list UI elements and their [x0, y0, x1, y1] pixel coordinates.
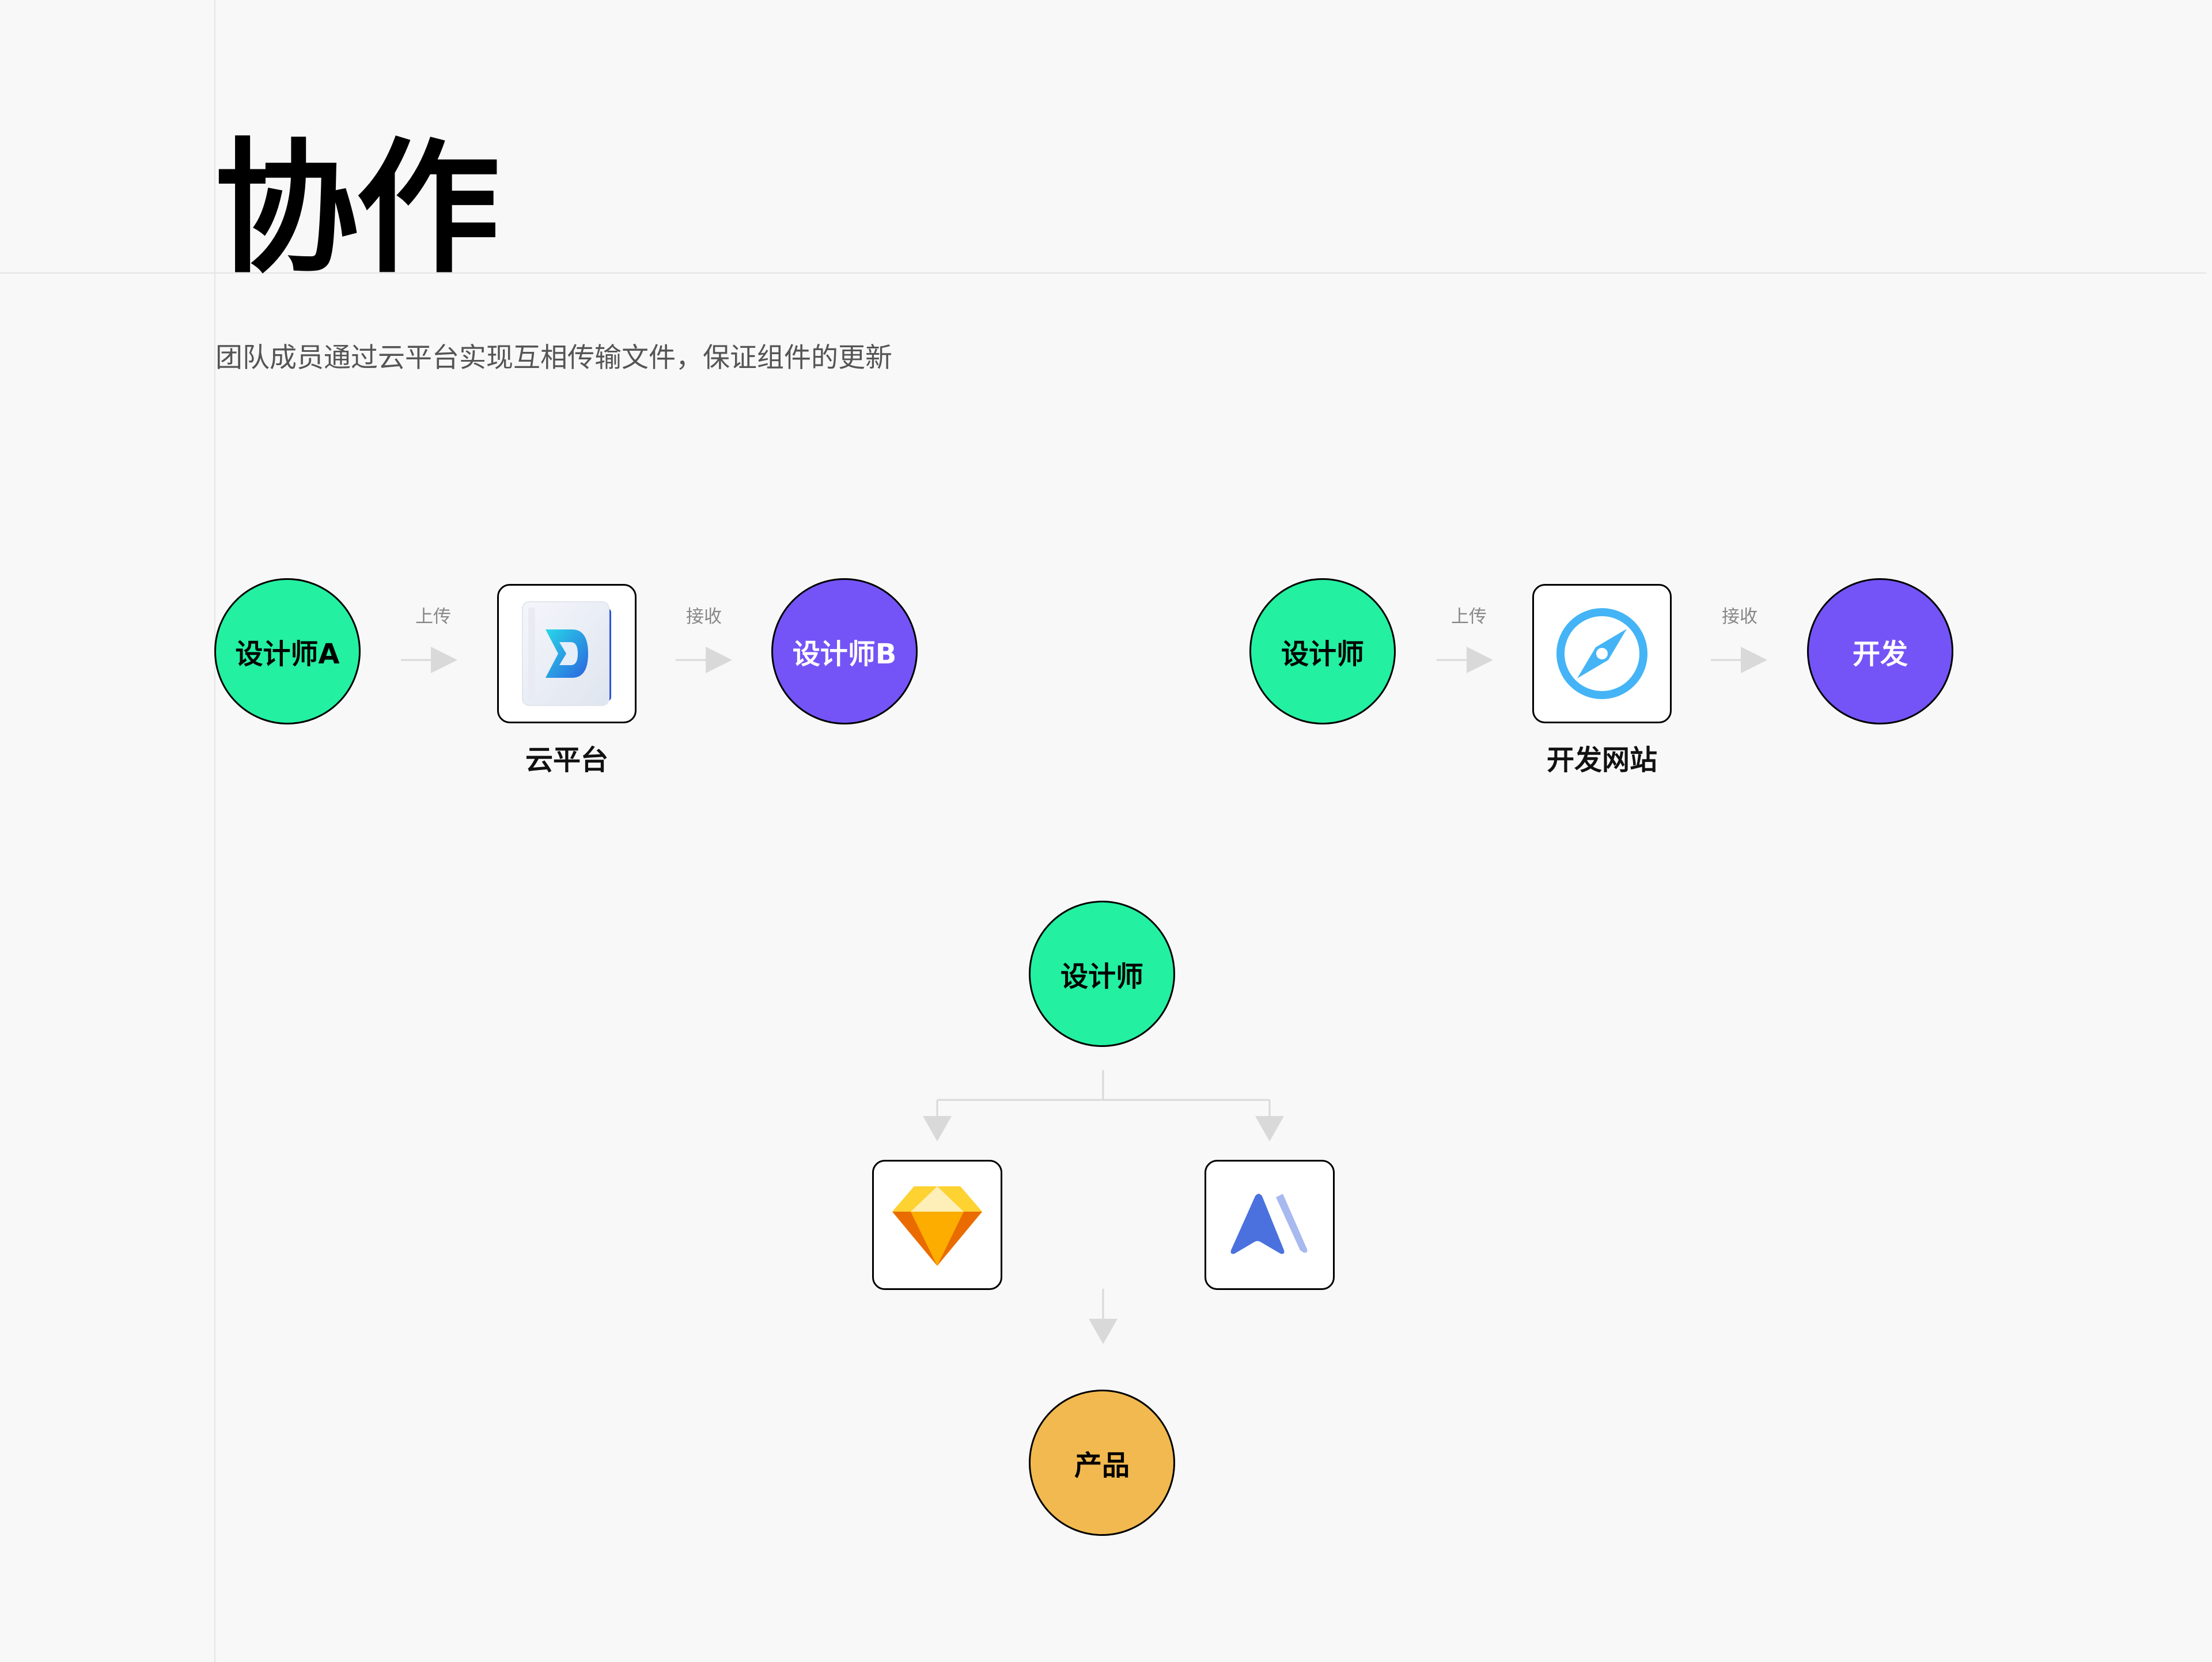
node-developer: 开发: [1807, 578, 1953, 724]
vertical-guide-line: [214, 0, 215, 1662]
tile-dev-website: [1532, 584, 1672, 723]
horizontal-guide-line: [0, 272, 2206, 274]
arrow-upload-a: [401, 647, 457, 673]
node-developer-label: 开发: [1852, 638, 1908, 670]
edge-label-receive-a: 接收: [686, 606, 722, 627]
compass-icon: [1556, 608, 1647, 699]
page-title: 协作: [214, 125, 500, 293]
edge-label-receive-b: 接收: [1722, 606, 1758, 627]
edge-label-upload-b: 上传: [1451, 606, 1487, 627]
arrow-to-product: [1089, 1289, 1118, 1344]
node-product-label: 产品: [1074, 1449, 1130, 1482]
arrow-upload-b: [1437, 647, 1493, 673]
caption-cloud-platform: 云平台: [525, 744, 608, 776]
tile-design-tool: [1205, 1160, 1335, 1290]
edge-label-upload-a: 上传: [415, 606, 451, 627]
node-designer-a: 设计师A: [214, 578, 361, 724]
tile-cloud-platform: [497, 584, 637, 723]
arrow-receive-b: [1711, 647, 1767, 673]
page-subtitle: 团队成员通过云平台实现互相传输文件，保证组件的更新: [215, 342, 892, 374]
design-tool-logo-icon: [1230, 1194, 1308, 1254]
node-designer-c: 设计师: [1029, 901, 1175, 1047]
caption-dev-website: 开发网站: [1546, 744, 1657, 776]
node-designer: 设计师: [1249, 578, 1396, 724]
node-designer-b: 设计师B: [771, 578, 918, 724]
node-designer-a-label: 设计师A: [235, 638, 340, 670]
cloud-platform-app-icon: [522, 601, 611, 706]
arrow-receive-a: [676, 647, 732, 673]
node-designer-b-label: 设计师B: [792, 638, 897, 670]
node-designer-label: 设计师: [1281, 638, 1364, 670]
tile-sketch: [872, 1160, 1002, 1290]
sketch-diamond-icon: [892, 1186, 982, 1266]
node-designer-c-label: 设计师: [1060, 961, 1143, 993]
node-product: 产品: [1029, 1390, 1175, 1536]
branch-connector: [923, 1070, 1284, 1141]
